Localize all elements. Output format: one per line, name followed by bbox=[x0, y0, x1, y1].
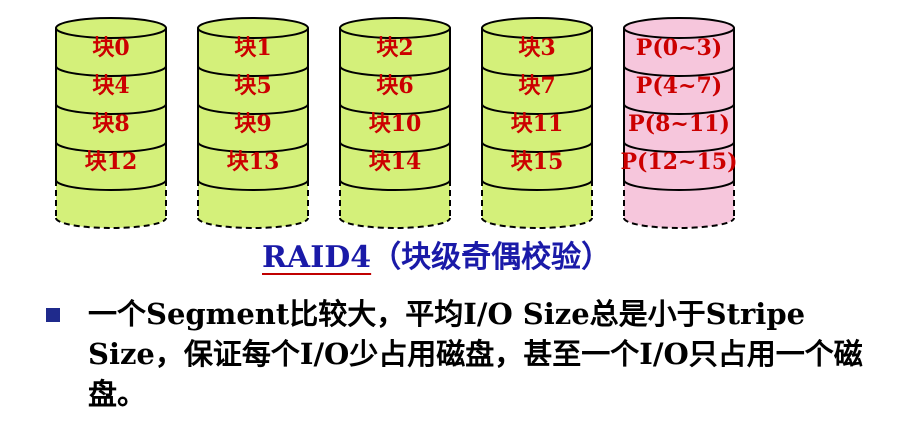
data-block-label: 块5 bbox=[234, 73, 271, 99]
data-disk: 块0 块4 块8 块12 bbox=[55, 17, 167, 229]
disk-body bbox=[198, 28, 308, 228]
data-block-label: 块0 bbox=[92, 35, 129, 61]
parity-block-label: P(0~3) bbox=[636, 35, 722, 61]
parity-block-label: P(12~15) bbox=[620, 149, 737, 175]
block-separator bbox=[55, 65, 167, 77]
data-block-label: 块6 bbox=[376, 73, 413, 99]
disk-top bbox=[55, 17, 167, 39]
data-block-label: 块11 bbox=[511, 111, 564, 137]
disk-top bbox=[481, 17, 593, 39]
disk-top bbox=[339, 17, 451, 39]
block-separator bbox=[55, 179, 167, 191]
block-separator bbox=[197, 141, 309, 153]
block-separator bbox=[623, 141, 735, 153]
data-block-label: 块10 bbox=[369, 111, 422, 137]
data-disk: 块2 块6 块10 块14 bbox=[339, 17, 451, 229]
block-separator bbox=[481, 179, 593, 191]
data-block-label: 块15 bbox=[511, 149, 564, 175]
block-separator bbox=[481, 103, 593, 115]
block-separator bbox=[623, 103, 735, 115]
data-disk: 块3 块7 块11 块15 bbox=[481, 17, 593, 229]
block-separator bbox=[197, 179, 309, 191]
block-separator bbox=[481, 141, 593, 153]
raid4-diagram: 块0 块4 块8 块12 块1 块5 块9 块13 块2 块6 块10 块14 块3 块7 块11 块15 P(… bbox=[55, 17, 738, 229]
block-separator bbox=[339, 65, 451, 77]
title-raid-level: RAID4 bbox=[262, 240, 372, 275]
block-separator bbox=[55, 103, 167, 115]
data-block-label: 块1 bbox=[234, 35, 271, 61]
diagram-title: RAID4（块级奇偶校验） bbox=[262, 232, 611, 276]
bullet-text: 一个Segment比较大，平均I/O Size总是小于Stripe Size，保… bbox=[88, 297, 863, 411]
block-separator bbox=[197, 103, 309, 115]
parity-block-label: P(4~7) bbox=[636, 73, 722, 99]
data-block-label: 块13 bbox=[227, 149, 280, 175]
block-separator bbox=[197, 65, 309, 77]
square-bullet-icon bbox=[46, 308, 60, 322]
parity-disk: P(0~3) P(4~7) P(8~11) P(12~15) bbox=[620, 17, 738, 229]
data-block-label: 块2 bbox=[376, 35, 413, 61]
data-block-label: 块3 bbox=[518, 35, 555, 61]
block-separator bbox=[481, 65, 593, 77]
data-block-label: 块12 bbox=[85, 149, 138, 175]
block-separator bbox=[55, 141, 167, 153]
disk-top bbox=[197, 17, 309, 39]
disk-body bbox=[482, 28, 592, 228]
block-separator bbox=[339, 103, 451, 115]
block-separator bbox=[339, 141, 451, 153]
parity-block-label: P(8~11) bbox=[628, 111, 730, 137]
disk-body bbox=[624, 28, 734, 228]
data-block-label: 块8 bbox=[92, 111, 129, 137]
data-block-label: 块7 bbox=[518, 73, 555, 99]
data-block-label: 块9 bbox=[234, 111, 271, 137]
block-separator bbox=[623, 179, 735, 191]
block-separator bbox=[623, 65, 735, 77]
disk-body bbox=[56, 28, 166, 228]
title-description: （块级奇偶校验） bbox=[371, 240, 612, 275]
data-disk: 块1 块5 块9 块13 bbox=[197, 17, 309, 229]
disk-body bbox=[340, 28, 450, 228]
data-block-label: 块4 bbox=[92, 73, 129, 99]
disk-top bbox=[623, 17, 735, 39]
data-block-label: 块14 bbox=[369, 149, 422, 175]
block-separator bbox=[339, 179, 451, 191]
